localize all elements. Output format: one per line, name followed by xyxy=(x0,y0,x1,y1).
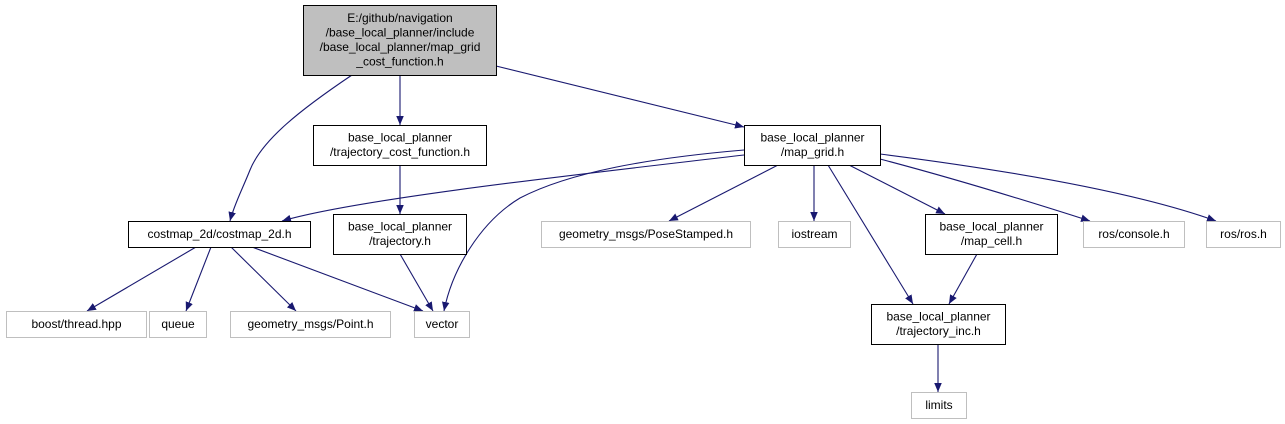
edges-layer xyxy=(86,65,1217,392)
node-box-map_grid xyxy=(744,125,881,166)
edge-map_grid-to-vector xyxy=(442,149,745,312)
node-box-iostream xyxy=(778,221,851,248)
node-box-pose xyxy=(541,221,751,248)
edge-map_grid-to-costmap xyxy=(281,154,745,223)
node-label-map_grid-line-1: /map_grid.h xyxy=(781,145,844,159)
node-box-limits xyxy=(911,392,967,419)
node-box-traj_inc xyxy=(871,304,1006,345)
node-label-trajectory-line-0: base_local_planner xyxy=(348,220,452,234)
node-ros: ros/ros.h xyxy=(1206,221,1281,248)
node-box-queue xyxy=(149,311,207,338)
node-label-trajectory-line-1: /trajectory.h xyxy=(369,234,431,248)
edge-root-to-costmap xyxy=(228,74,353,222)
node-label-root-line-3: _cost_function.h xyxy=(355,55,443,69)
edge-costmap-to-thread xyxy=(86,246,197,312)
node-label-pose-line-0: geometry_msgs/PoseStamped.h xyxy=(559,227,733,241)
node-label-traj_cost-line-0: base_local_planner xyxy=(348,131,452,145)
node-box-costmap xyxy=(128,221,311,248)
node-label-point-line-0: geometry_msgs/Point.h xyxy=(247,317,373,331)
node-label-console-line-0: ros/console.h xyxy=(1098,227,1169,241)
edge-costmap-to-point xyxy=(230,246,297,312)
edge-costmap-to-queue xyxy=(185,246,212,312)
edge-map_grid-to-pose xyxy=(668,164,779,222)
node-label-traj_cost-line-1: /trajectory_cost_function.h xyxy=(330,145,470,159)
node-label-queue-line-0: queue xyxy=(161,317,195,331)
node-label-traj_inc-line-0: base_local_planner xyxy=(886,310,990,324)
node-traj_inc[interactable]: base_local_planner/trajectory_inc.h xyxy=(871,304,1006,345)
node-label-root-line-1: /base_local_planner/include xyxy=(326,26,475,40)
node-box-ros xyxy=(1206,221,1281,248)
node-label-vector-line-0: vector xyxy=(426,317,459,331)
node-label-traj_inc-line-1: /trajectory_inc.h xyxy=(896,324,981,338)
node-box-traj_cost xyxy=(313,125,487,166)
node-root[interactable]: E:/github/navigation/base_local_planner/… xyxy=(303,5,497,76)
edge-map_cell-to-traj_inc xyxy=(948,253,978,305)
node-queue: queue xyxy=(149,311,207,338)
node-costmap[interactable]: costmap_2d/costmap_2d.h xyxy=(128,221,311,248)
edge-map_grid-to-map_cell xyxy=(848,164,946,215)
nodes-layer: E:/github/navigation/base_local_planner/… xyxy=(6,5,1281,419)
edge-map_grid-to-traj_inc xyxy=(827,164,914,305)
node-trajectory[interactable]: base_local_planner/trajectory.h xyxy=(333,214,467,255)
node-pose: geometry_msgs/PoseStamped.h xyxy=(541,221,751,248)
node-label-root-line-0: E:/github/navigation xyxy=(347,11,452,25)
node-point: geometry_msgs/Point.h xyxy=(230,311,391,338)
node-map_cell[interactable]: base_local_planner/map_cell.h xyxy=(925,214,1058,255)
node-vector: vector xyxy=(414,311,470,338)
edge-map_grid-to-ros xyxy=(879,153,1217,222)
edge-root-to-map_grid xyxy=(495,65,745,129)
node-label-root-line-2: /base_local_planner/map_grid xyxy=(320,40,481,54)
node-label-map_grid-line-0: base_local_planner xyxy=(760,131,864,145)
node-box-map_cell xyxy=(925,214,1058,255)
node-label-ros-line-0: ros/ros.h xyxy=(1220,227,1267,241)
node-box-trajectory xyxy=(333,214,467,255)
node-thread: boost/thread.hpp xyxy=(6,311,147,338)
node-box-console xyxy=(1083,221,1185,248)
node-box-vector xyxy=(414,311,470,338)
node-label-limits-line-0: limits xyxy=(925,398,952,412)
node-label-thread-line-0: boost/thread.hpp xyxy=(31,317,121,331)
node-traj_cost[interactable]: base_local_planner/trajectory_cost_funct… xyxy=(313,125,487,166)
edge-trajectory-to-vector xyxy=(399,253,434,312)
node-label-iostream-line-0: iostream xyxy=(791,227,837,241)
node-map_grid[interactable]: base_local_planner/map_grid.h xyxy=(744,125,881,166)
node-label-costmap-line-0: costmap_2d/costmap_2d.h xyxy=(147,227,291,241)
edge-map_grid-to-console xyxy=(879,158,1091,222)
node-box-point xyxy=(230,311,391,338)
node-box-root xyxy=(303,5,497,76)
edge-costmap-to-vector xyxy=(251,246,424,312)
node-console: ros/console.h xyxy=(1083,221,1185,248)
node-label-map_cell-line-0: base_local_planner xyxy=(939,220,1043,234)
node-iostream: iostream xyxy=(778,221,851,248)
node-label-map_cell-line-1: /map_cell.h xyxy=(961,234,1022,248)
node-limits: limits xyxy=(911,392,967,419)
node-box-thread xyxy=(6,311,147,338)
